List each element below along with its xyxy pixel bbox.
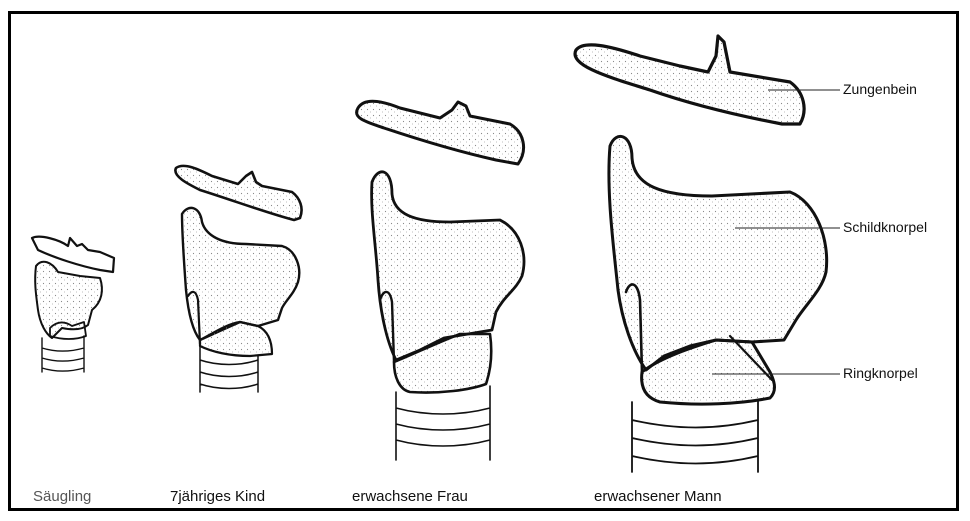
infant-thyroid [35, 262, 102, 338]
caption-child: 7jähriges Kind [170, 488, 265, 505]
woman-trachea [396, 386, 490, 460]
woman-hyoid [357, 101, 524, 164]
woman-larynx [357, 101, 524, 460]
man-larynx [575, 36, 827, 472]
caption-woman: erwachsene Frau [352, 488, 468, 505]
child-larynx [175, 166, 301, 392]
woman-thyroid [372, 172, 524, 360]
caption-infant: Säugling [33, 488, 91, 505]
label-cricoid: Ringknorpel [843, 365, 918, 381]
infant-trachea [42, 336, 84, 372]
label-hyoid: Zungenbein [843, 81, 917, 97]
label-thyroid: Schildknorpel [843, 219, 927, 235]
man-hyoid [575, 36, 804, 124]
man-trachea [632, 400, 758, 472]
infant-larynx [32, 237, 114, 372]
caption-man: erwachsener Mann [594, 488, 722, 505]
